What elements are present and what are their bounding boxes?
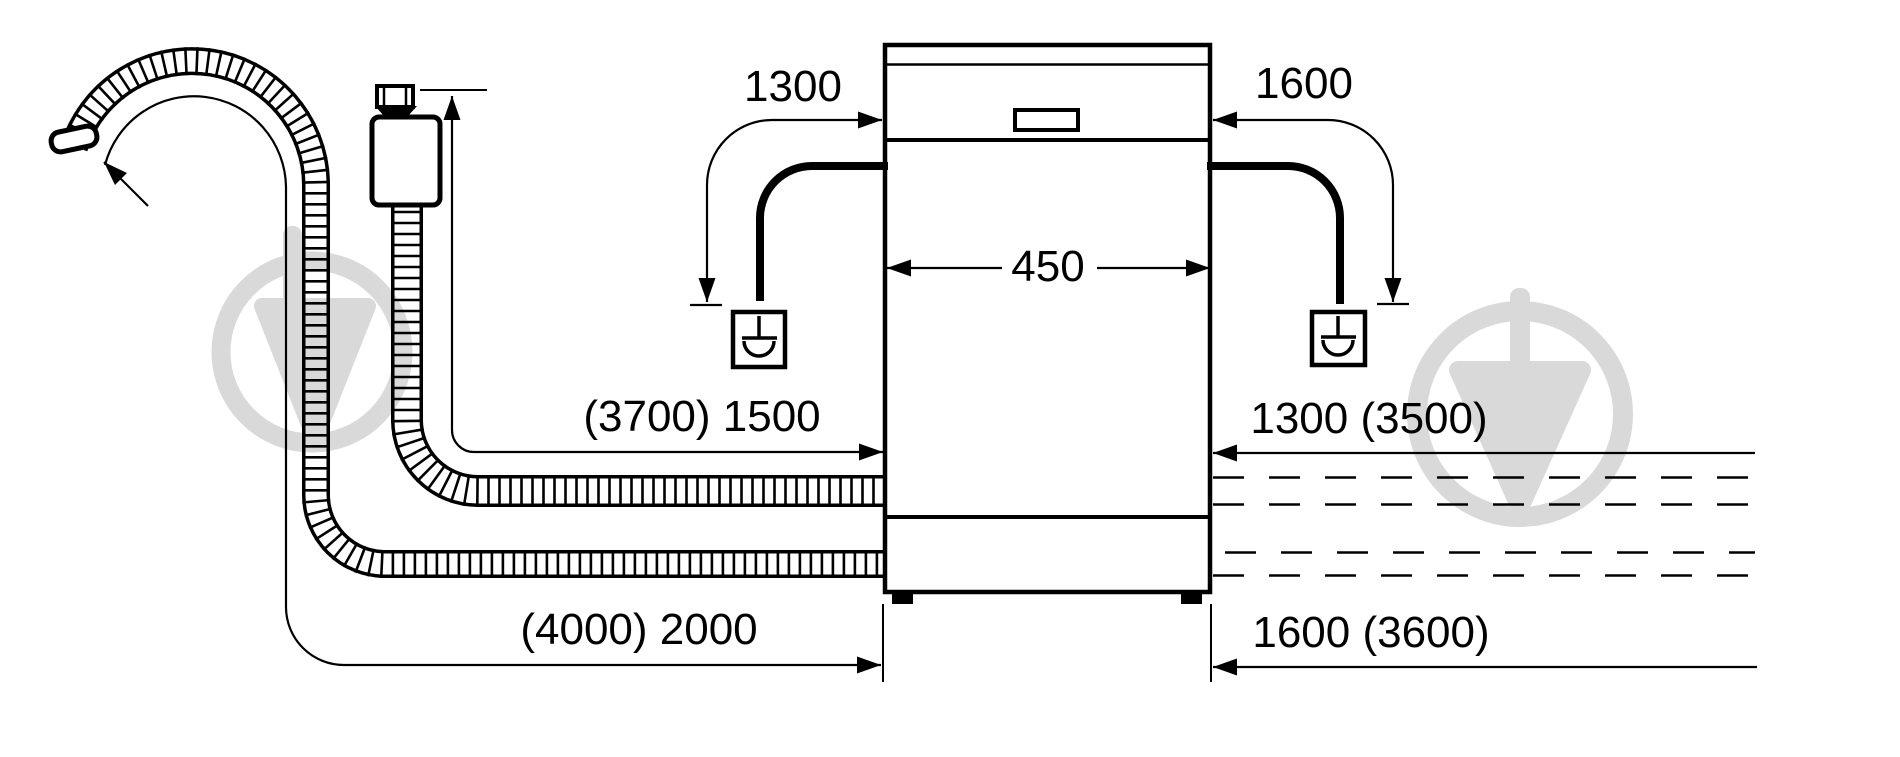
label-power-cable-left: 1300 — [744, 62, 842, 111]
power-socket-right-icon — [1309, 309, 1368, 368]
power-socket-left-icon — [730, 309, 788, 370]
foot-right — [1181, 592, 1202, 604]
hose-end-arrow-icon — [103, 161, 149, 207]
drain-hose-end-cap — [48, 123, 100, 155]
marketplace-watermark-icon — [211, 226, 413, 453]
power-cable-left — [756, 162, 888, 301]
dimension-lines — [103, 89, 1757, 676]
power-cable-right — [1207, 162, 1344, 304]
foot-left — [892, 592, 913, 604]
marketplace-watermark-icon — [1407, 288, 1633, 527]
label-inlet-hose-left: (3700) 1500 — [583, 392, 821, 441]
drain-hose — [48, 47, 887, 578]
control-panel-display — [1013, 108, 1080, 132]
water-tap-aquastop-icon — [369, 84, 443, 208]
label-drain-hose-right: 1600 (3600) — [1252, 608, 1490, 657]
label-power-cable-right: 1600 — [1255, 59, 1353, 108]
dishwasher — [882, 42, 1213, 682]
label-inlet-hose-right: 1300 (3500) — [1250, 394, 1488, 443]
inlet-hose — [390, 205, 887, 508]
label-drain-hose-left: (4000) 2000 — [520, 605, 758, 654]
dashed-hose-continuation — [1213, 476, 1755, 577]
label-appliance-width: 450 — [1011, 242, 1085, 291]
